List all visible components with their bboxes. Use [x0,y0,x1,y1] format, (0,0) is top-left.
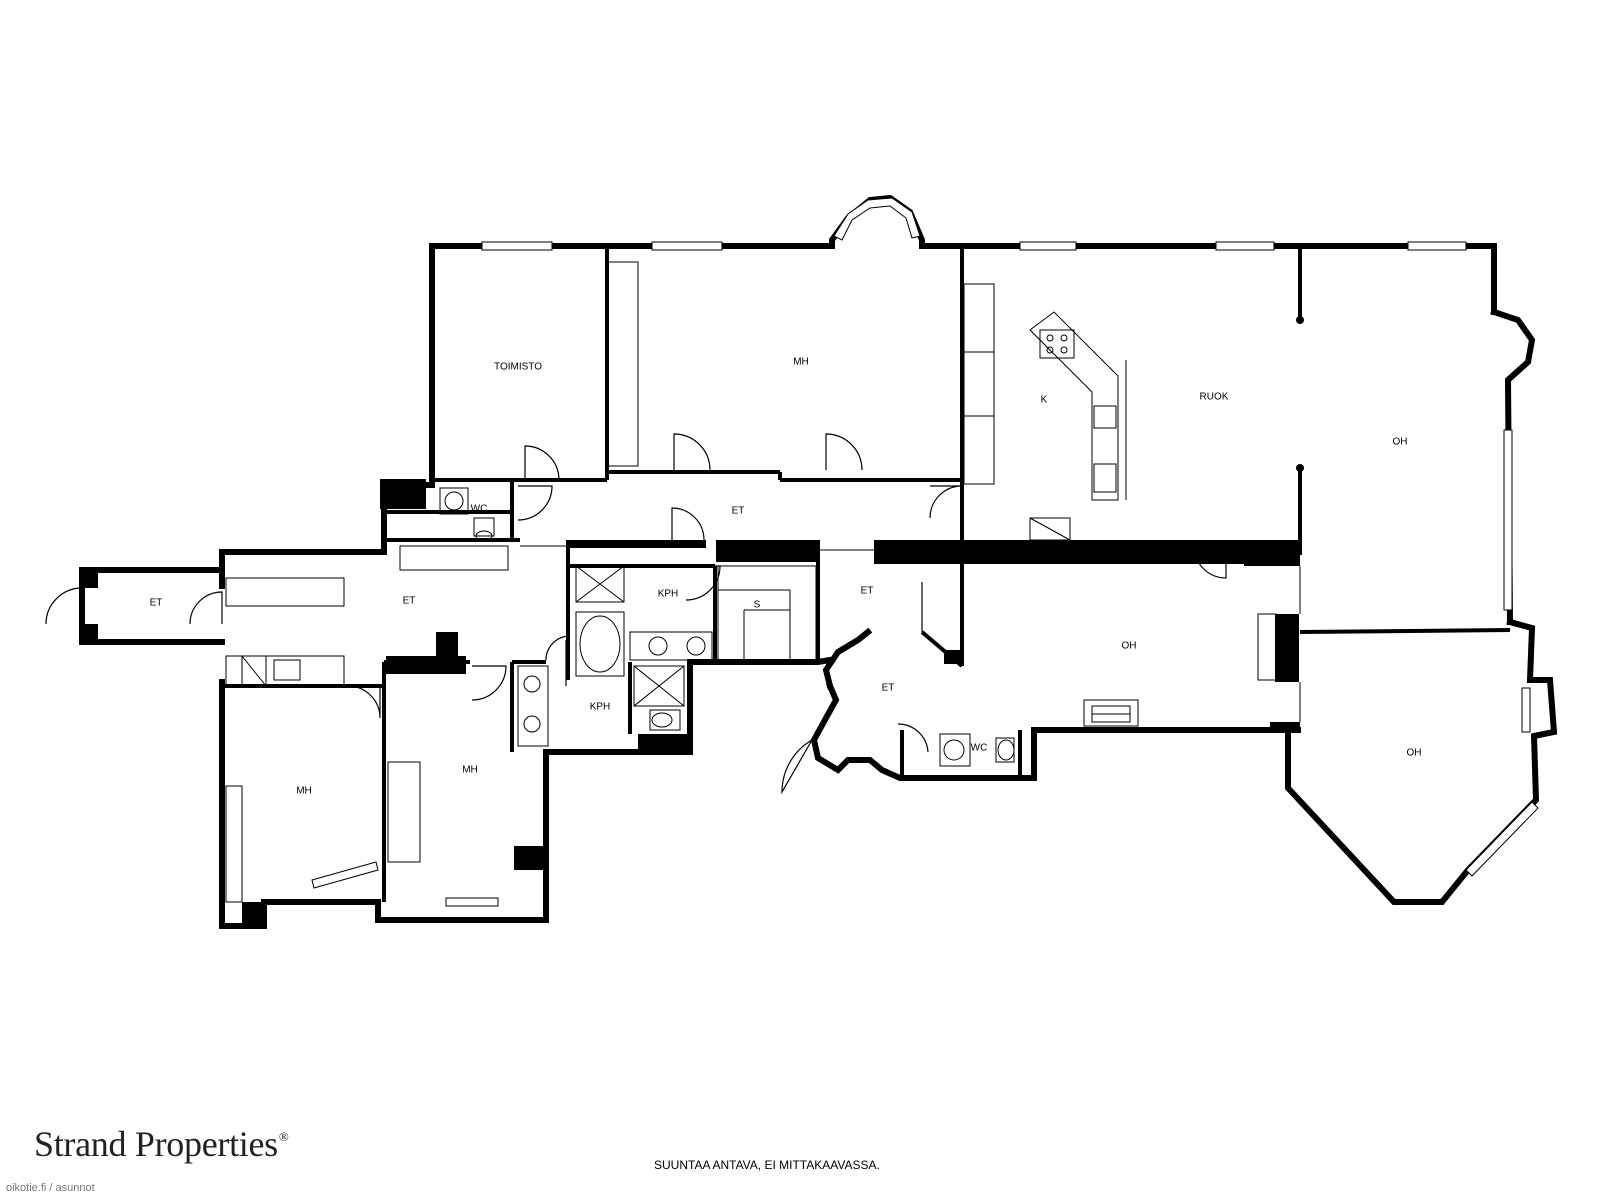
room-label-ruok: RUOK [1200,392,1229,403]
brand-logo: Strand Properties® [34,1123,289,1165]
room-label-et-center: ET [861,586,874,597]
room-label-s: S [754,600,761,611]
room-label-oh-right: OH [1393,437,1408,448]
disclaimer-text: SUUNTAA ANTAVA, EI MITTAKAAVASSA. [654,1158,880,1172]
columns [1296,316,1304,472]
room-labels: TOIMISTO MH K RUOK OH WC ET ET ET KPH S … [150,357,1422,797]
watermark: oikotie.fi / asunnot [6,1182,95,1194]
windows [311,197,1539,907]
fixtures [225,261,1301,903]
room-label-k: K [1041,395,1048,406]
room-label-wc-right: WC [971,743,988,754]
room-label-et-left: ET [403,596,416,607]
room-label-et-mid-top: ET [732,506,745,517]
wall-masses [82,479,1300,924]
room-label-mh-top: MH [793,357,809,368]
room-label-oh-octagon: OH [1407,748,1422,759]
room-label-toimisto: TOIMISTO [494,362,542,373]
room-label-kph-upper: KPH [658,589,679,600]
brand-registered-mark: ® [278,1129,289,1144]
room-label-mh-mid: MH [462,765,478,776]
room-label-mh-left: MH [296,786,312,797]
room-label-wc-left: WC [471,504,488,515]
room-label-kph-lower: KPH [590,702,611,713]
brand-name: Strand Properties [34,1124,278,1164]
room-label-et-round: ET [882,683,895,694]
room-label-et-far-left: ET [150,598,163,609]
room-label-oh-mid: OH [1122,641,1137,652]
doors [45,433,1227,795]
interior-walls [222,246,1511,902]
